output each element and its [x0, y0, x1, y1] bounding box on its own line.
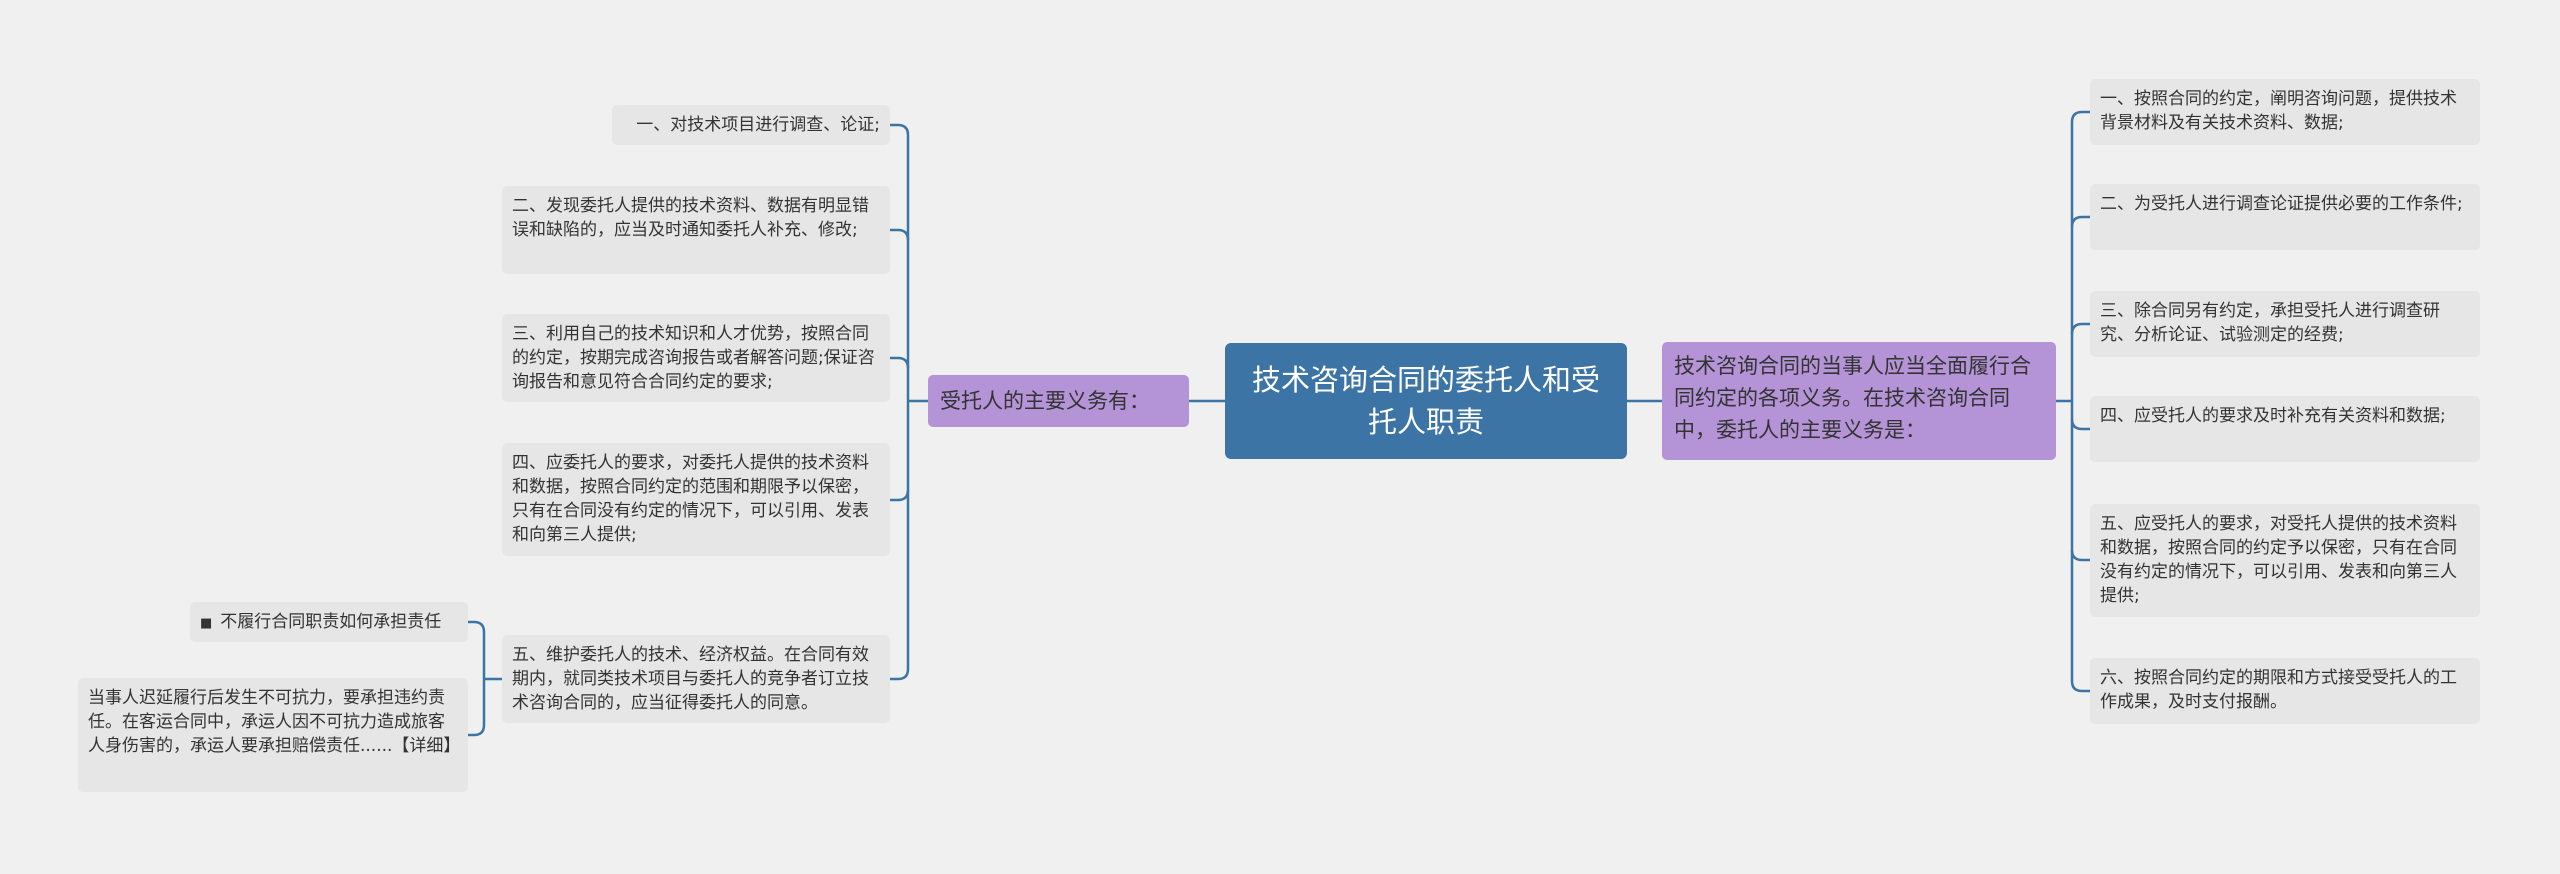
right-item-6[interactable]: 六、按照合同约定的期限和方式接受受托人的工作成果，及时支付报酬。 — [2090, 658, 2480, 724]
right-item-5-text: 五、应受托人的要求，对受托人提供的技术资料和数据，按照合同的约定予以保密，只有在… — [2100, 514, 2457, 606]
left-item-1[interactable]: 一、对技术项目进行调查、论证; — [612, 105, 890, 145]
connector-line-17 — [2070, 215, 2090, 228]
left-branch-label: 受托人的主要义务有： — [940, 389, 1150, 413]
right-item-1[interactable]: 一、按照合同的约定，阐明咨询问题，提供技术背景材料及有关技术资料、数据; — [2090, 79, 2480, 145]
related-link-liability[interactable]: ■ 不履行合同职责如何承担责任 — [190, 602, 468, 642]
right-item-5[interactable]: 五、应受托人的要求，对受托人提供的技术资料和数据，按照合同的约定予以保密，只有在… — [2090, 504, 2480, 617]
connector-line-8 — [890, 489, 910, 502]
right-item-4-text: 四、应受托人的要求及时补充有关资料和数据; — [2100, 406, 2446, 426]
left-item-4[interactable]: 四、应委托人的要求，对委托人提供的技术资料和数据，按照合同约定的范围和期限予以保… — [502, 443, 890, 556]
right-item-4[interactable]: 四、应受托人的要求及时补充有关资料和数据; — [2090, 396, 2480, 462]
left-item-5-text: 五、维护委托人的技术、经济权益。在合同有效期内，就同类技术项目与委托人的竞争者订… — [512, 645, 869, 713]
right-branch-client-duties[interactable]: 技术咨询合同的当事人应当全面履行合同约定的各项义务。在技术咨询合同中，委托人的主… — [1662, 342, 2056, 460]
connector-line-16 — [2070, 110, 2090, 123]
right-item-3-text: 三、除合同另有约定，承担受托人进行调查研究、分析论证、试验测定的经费; — [2100, 301, 2440, 345]
related-link-label: 不履行合同职责如何承担责任 — [220, 612, 442, 632]
connector-line-20 — [2070, 549, 2090, 562]
connector-line-9 — [890, 668, 910, 681]
left-item-2[interactable]: 二、发现委托人提供的技术资料、数据有明显错误和缺陷的，应当及时通知委托人补充、修… — [502, 186, 890, 274]
related-detail-text: 当事人迟延履行后发生不可抗力，要承担违约责任。在客运合同中，承运人因不可抗力造成… — [88, 688, 461, 756]
right-item-2[interactable]: 二、为受托人进行调查论证提供必要的工作条件; — [2090, 184, 2480, 250]
right-item-2-text: 二、为受托人进行调查论证提供必要的工作条件; — [2100, 194, 2463, 214]
center-topic-text: 技术咨询合同的委托人和受托人职责 — [1251, 363, 1600, 439]
right-item-6-text: 六、按照合同约定的期限和方式接受受托人的工作成果，及时支付报酬。 — [2100, 668, 2457, 712]
related-detail-card[interactable]: 当事人迟延履行后发生不可抗力，要承担违约责任。在客运合同中，承运人因不可抗力造成… — [78, 678, 468, 792]
connector-line-18 — [2070, 322, 2090, 335]
left-item-4-text: 四、应委托人的要求，对委托人提供的技术资料和数据，按照合同约定的范围和期限予以保… — [512, 453, 869, 545]
connector-line-7 — [890, 356, 910, 369]
connector-line-5 — [890, 123, 910, 136]
left-item-3[interactable]: 三、利用自己的技术知识和人才优势，按照合同的约定，按期完成咨询报告或者解答问题;… — [502, 314, 890, 402]
left-item-1-text: 一、对技术项目进行调查、论证; — [636, 115, 880, 135]
connector-line-13 — [468, 724, 486, 737]
connector-line-19 — [2070, 418, 2090, 431]
connector-line-12 — [468, 620, 486, 633]
right-branch-label: 技术咨询合同的当事人应当全面履行合同约定的各项义务。在技术咨询合同中，委托人的主… — [1674, 354, 2031, 442]
connector-line-6 — [890, 228, 910, 241]
left-branch-trustee-duties[interactable]: 受托人的主要义务有： — [928, 375, 1189, 427]
left-item-2-text: 二、发现委托人提供的技术资料、数据有明显错误和缺陷的，应当及时通知委托人补充、修… — [512, 196, 869, 240]
right-item-3[interactable]: 三、除合同另有约定，承担受托人进行调查研究、分析论证、试验测定的经费; — [2090, 291, 2480, 357]
square-bullet-icon: ■ — [200, 616, 213, 631]
right-item-1-text: 一、按照合同的约定，阐明咨询问题，提供技术背景材料及有关技术资料、数据; — [2100, 89, 2457, 133]
connector-line-21 — [2070, 680, 2090, 693]
center-topic[interactable]: 技术咨询合同的委托人和受托人职责 — [1225, 343, 1627, 459]
left-item-5[interactable]: 五、维护委托人的技术、经济权益。在合同有效期内，就同类技术项目与委托人的竞争者订… — [502, 635, 890, 723]
left-item-3-text: 三、利用自己的技术知识和人才优势，按照合同的约定，按期完成咨询报告或者解答问题;… — [512, 324, 875, 392]
